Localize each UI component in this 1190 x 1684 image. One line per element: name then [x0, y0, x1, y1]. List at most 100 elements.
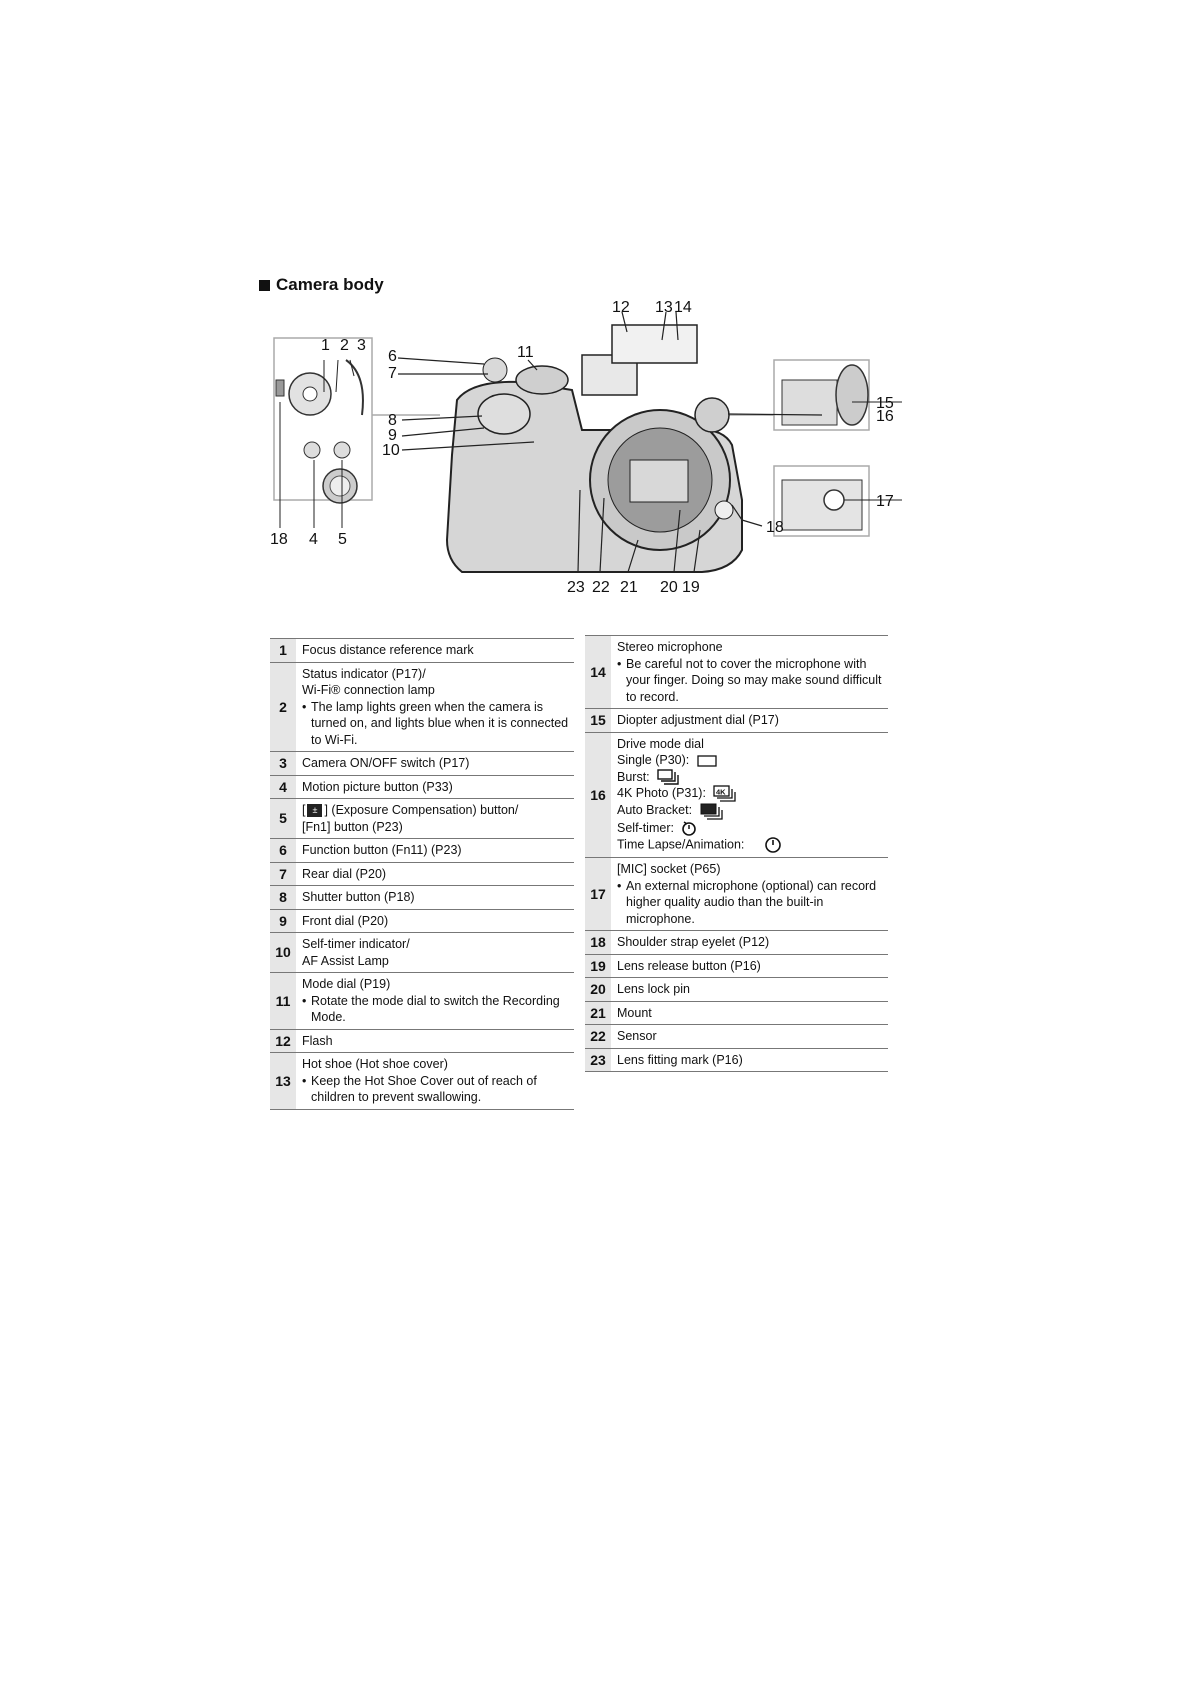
part-description: Motion picture button (P33)	[296, 775, 574, 799]
table-row: 5 [±] (Exposure Compensation) button/[Fn…	[270, 798, 574, 839]
callout-19: 19	[682, 579, 700, 596]
part-description: Lens lock pin	[611, 977, 888, 1002]
callout-3: 3	[357, 337, 366, 354]
part-number: 9	[270, 909, 296, 933]
part-description: Shutter button (P18)	[296, 885, 574, 910]
callout-5: 5	[338, 531, 347, 548]
table-row: 18 Shoulder strap eyelet (P12)	[585, 930, 888, 955]
part-number: 5	[270, 798, 296, 839]
table-row: 14 Stereo microphoneBe careful not to co…	[585, 635, 888, 709]
table-row: 19 Lens release button (P16)	[585, 954, 888, 979]
table-row: 4 Motion picture button (P33)	[270, 775, 574, 799]
part-description: Front dial (P20)	[296, 909, 574, 933]
part-number: 17	[585, 857, 611, 932]
part-number: 15	[585, 708, 611, 733]
table-row: 8 Shutter button (P18)	[270, 885, 574, 910]
table-row: 15 Diopter adjustment dial (P17)	[585, 708, 888, 733]
exposure-compensation-icon: ±	[307, 804, 323, 818]
part-note: Be careful not to cover the microphone w…	[617, 656, 884, 706]
part-description: Diopter adjustment dial (P17)	[611, 708, 888, 733]
table-row: 9 Front dial (P20)	[270, 909, 574, 933]
burst-icon	[657, 769, 679, 785]
table-row: 1 Focus distance reference mark	[270, 638, 574, 663]
callout-12: 12	[612, 300, 630, 316]
part-number: 23	[585, 1048, 611, 1073]
callout-13: 13	[655, 300, 673, 316]
part-description: Lens fitting mark (P16)	[611, 1048, 888, 1073]
callout-9: 9	[388, 427, 397, 444]
callout-18-inset: 18	[270, 531, 288, 548]
part-number: 14	[585, 635, 611, 709]
drive-mode-title: Drive mode dial	[617, 736, 704, 751]
part-number: 1	[270, 638, 296, 663]
part-number: 12	[270, 1029, 296, 1053]
callout-14: 14	[674, 300, 692, 316]
part-description: Self-timer indicator/AF Assist Lamp	[296, 932, 574, 973]
part-number: 4	[270, 775, 296, 799]
callout-11: 11	[517, 344, 534, 361]
table-row: 11 Mode dial (P19)Rotate the mode dial t…	[270, 972, 574, 1030]
callout-22: 22	[592, 579, 610, 596]
callout-20: 20	[660, 579, 678, 596]
section-title: Camera body	[259, 275, 384, 295]
callout-leaders	[397, 311, 823, 573]
part-description: Sensor	[611, 1024, 888, 1049]
table-row: 6 Function button (Fn11) (P23)	[270, 838, 574, 863]
part-number: 6	[270, 838, 296, 863]
table-row: 20 Lens lock pin	[585, 977, 888, 1002]
table-row: 2 Status indicator (P17)/Wi-Fi® connecti…	[270, 662, 574, 752]
parts-table-right: 14 Stereo microphoneBe careful not to co…	[585, 635, 888, 1073]
table-row: 16 Drive mode dial Single (P30): Burst: …	[585, 732, 888, 859]
section-title-text: Camera body	[276, 275, 384, 294]
part-description: Camera ON/OFF switch (P17)	[296, 751, 574, 776]
table-row: 22 Sensor	[585, 1024, 888, 1049]
part-note: Rotate the mode dial to switch the Recor…	[302, 993, 570, 1026]
part-number: 13	[270, 1052, 296, 1110]
part-description: Focus distance reference mark	[296, 638, 574, 663]
part-description: Shoulder strap eyelet (P12)	[611, 930, 888, 955]
4k-photo-icon: 4K	[713, 785, 737, 803]
part-description: Rear dial (P20)	[296, 862, 574, 886]
section-bullet-icon	[259, 279, 270, 291]
callout-labels: 1 2 3 18 4 5 6 7 8 9 10 11 12 13 14 15 1…	[270, 300, 894, 596]
part-description: Mode dial (P19)Rotate the mode dial to s…	[296, 972, 574, 1030]
part-number: 7	[270, 862, 296, 886]
part-description: Flash	[296, 1029, 574, 1053]
callout-6: 6	[388, 348, 397, 365]
part-number: 3	[270, 751, 296, 776]
inset-top-controls	[273, 337, 440, 528]
single-frame-icon	[697, 755, 717, 767]
part-number: 18	[585, 930, 611, 955]
time-lapse-icon	[765, 837, 781, 854]
part-description: Mount	[611, 1001, 888, 1026]
table-row: 12 Flash	[270, 1029, 574, 1053]
table-row: 23 Lens fitting mark (P16)	[585, 1048, 888, 1073]
callout-18: 18	[766, 519, 784, 536]
part-note: An external microphone (optional) can re…	[617, 878, 884, 928]
part-description: Stereo microphoneBe careful not to cover…	[611, 635, 888, 709]
table-row: 13 Hot shoe (Hot shoe cover)Keep the Hot…	[270, 1052, 574, 1110]
inset-diopter-dial	[724, 359, 902, 431]
part-description: Drive mode dial Single (P30): Burst: 4K …	[611, 732, 888, 859]
callout-17: 17	[876, 493, 894, 510]
self-timer-icon	[682, 821, 697, 837]
callout-15: 15	[876, 395, 894, 412]
part-note: Keep the Hot Shoe Cover out of reach of …	[302, 1073, 570, 1106]
part-note: The lamp lights green when the camera is…	[302, 699, 570, 749]
part-description: Lens release button (P16)	[611, 954, 888, 979]
4k-icon-label: 4K	[716, 788, 726, 797]
part-number: 10	[270, 932, 296, 973]
camera-main-body	[445, 324, 743, 573]
part-number: 22	[585, 1024, 611, 1049]
part-description: [MIC] socket (P65)An external microphone…	[611, 857, 888, 932]
callout-4: 4	[309, 531, 318, 548]
part-number: 19	[585, 954, 611, 979]
callout-21: 21	[620, 579, 638, 596]
callout-23: 23	[567, 579, 585, 596]
part-description: Status indicator (P17)/Wi-Fi® connection…	[296, 662, 574, 752]
part-number: 21	[585, 1001, 611, 1026]
inset-mic-socket	[773, 465, 902, 537]
callout-10: 10	[382, 442, 400, 459]
table-row: 7 Rear dial (P20)	[270, 862, 574, 886]
part-number: 16	[585, 732, 611, 859]
